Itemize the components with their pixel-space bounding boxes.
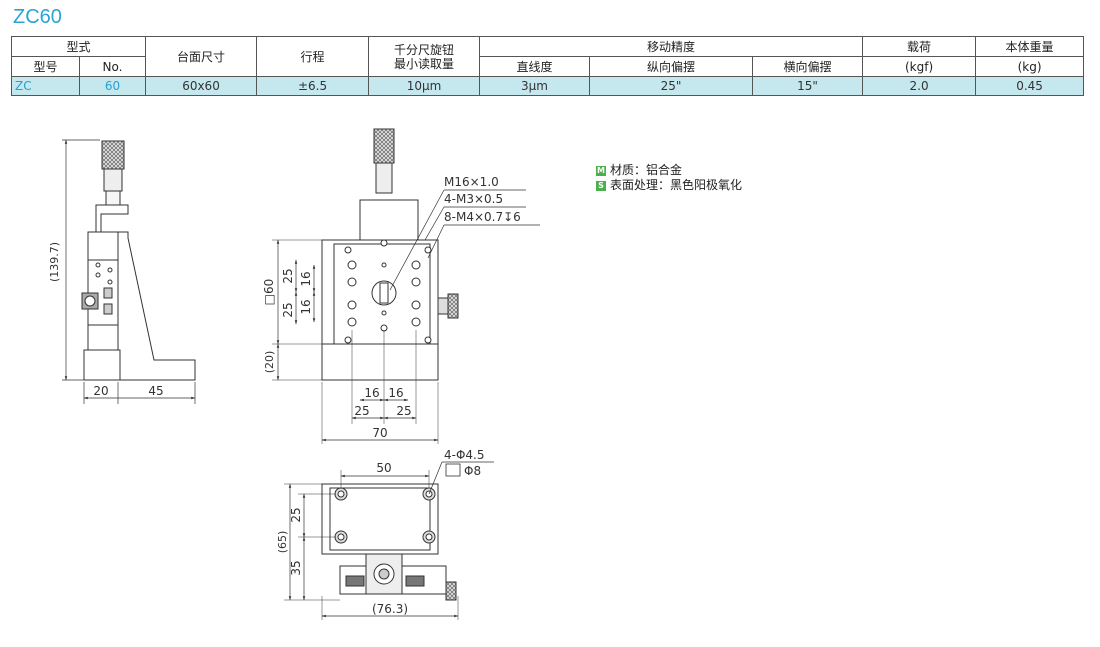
callout-bottom-hole: 4-Φ4.5 — [444, 448, 485, 462]
callout-m4: 8-M4×0.7↧6 — [444, 210, 521, 224]
header-load: 载荷 — [862, 36, 977, 57]
callout-m16: M16×1.0 — [444, 175, 499, 189]
dim-v16a: 16 — [299, 271, 313, 286]
surface-text: 表面处理：黑色阳极氧化 — [610, 178, 743, 192]
material-text: 材质：铝合金 — [610, 163, 683, 177]
header-weight: 本体重量 — [975, 36, 1085, 57]
dim-side-w2: 45 — [148, 384, 163, 398]
header-stroke: 行程 — [256, 36, 370, 77]
header-table-size: 台面尺寸 — [145, 36, 258, 77]
cell-stroke: ±6.5 — [256, 76, 370, 96]
dim-h25b: 25 — [396, 404, 411, 418]
micrometer-knob — [101, 140, 125, 170]
dim-bottom-width: (76.3) — [372, 602, 408, 616]
header-micrometer-line2: 最小读取量 — [394, 56, 455, 71]
dim-h16a: 16 — [364, 386, 379, 400]
header-micrometer: 千分尺旋钮 最小读取量 — [368, 36, 481, 77]
material-row: M 材质：铝合金 — [596, 163, 742, 178]
dim-h16b: 16 — [388, 386, 403, 400]
cell-yaw: 15" — [752, 76, 864, 96]
top-micrometer-knob — [373, 128, 395, 164]
cell-no: 60 — [78, 76, 147, 96]
header-model: 型号 — [11, 56, 80, 77]
dim-v20: (20) — [263, 351, 276, 374]
table-row: ZC 60 60x60 ±6.5 10μm 3μm 25" 15" 2.0 0.… — [11, 76, 1085, 96]
cell-model: ZC — [11, 76, 80, 96]
callout-bottom-cbore: Φ8 — [464, 464, 481, 478]
cell-load: 2.0 — [862, 76, 977, 96]
bottom-view — [284, 461, 494, 620]
surface-badge: S — [596, 180, 606, 191]
top-view — [272, 128, 540, 444]
dim-h70: 70 — [372, 426, 387, 440]
dim-bottom-50: 50 — [376, 461, 391, 475]
header-micrometer-line1: 千分尺旋钮 — [394, 42, 455, 57]
side-view — [62, 139, 196, 404]
center-hole — [371, 280, 397, 306]
cell-min-read: 10μm — [368, 76, 481, 96]
cbore-symbol — [445, 463, 461, 477]
material-badge: M — [596, 165, 606, 176]
header-accuracy: 移动精度 — [479, 36, 864, 57]
dim-bottom-25: 25 — [289, 507, 303, 522]
header-straightness: 直线度 — [479, 56, 591, 77]
side-body — [87, 231, 119, 351]
dim-bottom-65: (65) — [276, 531, 289, 554]
dim-v16b: 16 — [299, 299, 313, 314]
dim-v25a: 25 — [281, 268, 295, 283]
cell-pitch: 25" — [589, 76, 754, 96]
side-bracket — [117, 231, 196, 381]
cell-size: 60x60 — [145, 76, 258, 96]
micrometer-barrel — [103, 168, 123, 192]
dim-side-w1: 20 — [93, 384, 108, 398]
header-no: No. — [78, 56, 147, 77]
cell-weight: 0.45 — [975, 76, 1085, 96]
callout-m3: 4-M3×0.5 — [444, 192, 503, 206]
header-type: 型式 — [10, 36, 147, 57]
material-legend: M 材质：铝合金 S 表面处理：黑色阳极氧化 — [596, 163, 742, 193]
surface-row: S 表面处理：黑色阳极氧化 — [596, 178, 742, 193]
spec-table: 型式 台面尺寸 行程 千分尺旋钮 最小读取量 移动精度 载荷 本体重量 型号 N… — [10, 36, 1085, 96]
page-title: ZC60 — [13, 6, 62, 28]
dim-bottom-35: 35 — [289, 560, 303, 575]
dim-h25a: 25 — [354, 404, 369, 418]
dim-side-height: (139.7) — [48, 242, 61, 282]
header-load-unit: (kgf) — [862, 56, 977, 77]
dim-v25b: 25 — [281, 302, 295, 317]
dim-table-size: □60 — [262, 279, 276, 306]
